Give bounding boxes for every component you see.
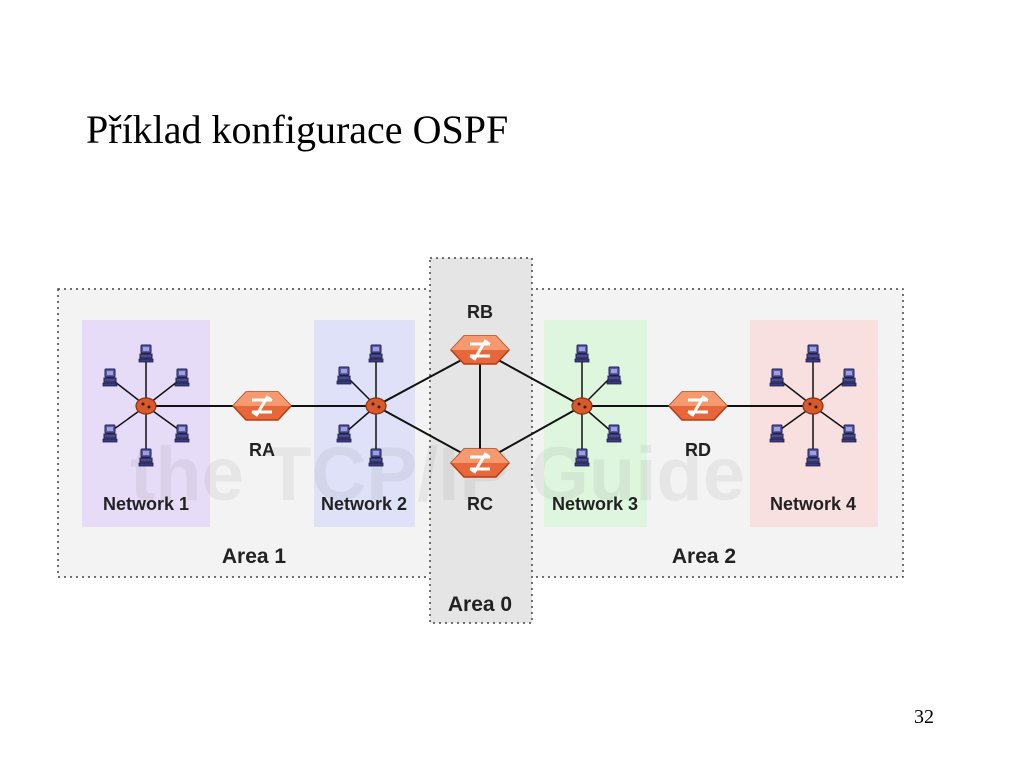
network-2-panel — [314, 320, 415, 527]
router-rd-label: RD — [685, 440, 711, 460]
hub-icon — [135, 397, 157, 415]
network-2-label: Network 2 — [321, 494, 407, 514]
network-3-label: Network 3 — [552, 494, 638, 514]
hub-icon — [571, 397, 593, 415]
watermark: the TCP/IP Guide — [130, 432, 745, 517]
network-3-panel — [544, 320, 647, 527]
network-3-cluster — [571, 344, 622, 467]
network-1-cluster — [102, 344, 190, 467]
network-1-label: Network 1 — [103, 494, 189, 514]
router-ra-icon — [231, 390, 293, 422]
router-rc-icon — [449, 447, 511, 479]
network-4-cluster — [769, 344, 857, 467]
page-number: 32 — [914, 706, 934, 728]
network-4-label: Network 4 — [770, 494, 856, 514]
area-2-label: Area 2 — [672, 545, 736, 568]
area-1-label: Area 1 — [222, 545, 287, 568]
router-ra-label: RA — [249, 440, 275, 460]
router-rc-label: RC — [467, 494, 493, 514]
hub-icon — [365, 397, 387, 415]
router-rb-label: RB — [467, 302, 493, 322]
area-0-label: Area 0 — [448, 593, 512, 616]
network-2-cluster — [336, 344, 387, 467]
hub-icon — [802, 397, 824, 415]
router-rd-icon — [667, 390, 729, 422]
slide-title: Příklad konfigurace OSPF — [86, 107, 509, 152]
router-rb-icon — [449, 334, 511, 366]
